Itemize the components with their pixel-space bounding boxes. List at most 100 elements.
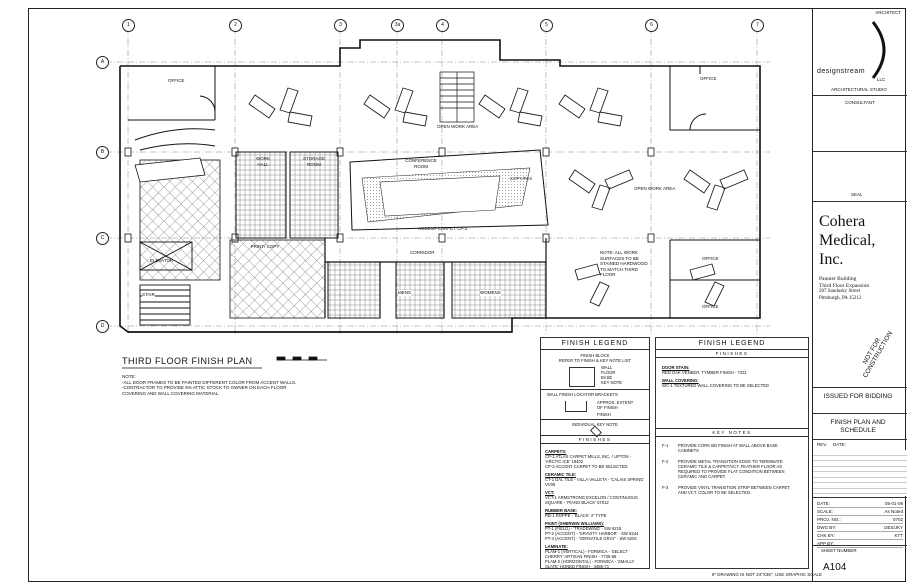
info-value: As Noted	[884, 509, 903, 514]
grid-bubble-5: 5	[540, 19, 553, 32]
sheet-title-box: FINISH PLAN AND SCHEDULE	[813, 414, 907, 440]
sheet-number-box: SHEET NUMBER A104	[813, 546, 907, 582]
revision-box: REV. DATE:	[813, 440, 907, 498]
plan-notes: NOTE:-ALL DOOR FRAMES TO BE PAINTED DIFF…	[122, 374, 422, 396]
grid-bubble-D: D	[96, 320, 109, 333]
seal-label: SEAL	[851, 192, 863, 197]
rev-label: REV.	[817, 442, 828, 447]
finish-category: CARPETS:	[545, 449, 567, 454]
project-line: Pittsburgh, PA 15212	[819, 295, 862, 301]
room-label-work-hall: WORK HALL	[256, 156, 270, 167]
info-key: DWG BY:	[817, 525, 837, 530]
room-label-open-work: OPEN WORK AREA	[634, 186, 676, 191]
info-value: 05-01-08	[884, 501, 903, 506]
grid-bubble-3: 3	[334, 19, 347, 32]
room-label-office: OFFICE	[700, 76, 717, 81]
client-name: Cohera Medical, Inc.	[819, 213, 876, 268]
room-label-elevator: ELEVATOR	[150, 258, 174, 263]
finish-items-list: DOOR STAIN:RED OAK VENEER, TYMBER FINISH…	[656, 358, 808, 428]
info-row: DWG BY: DES/JKY	[817, 524, 903, 532]
grid-bubble-C: C	[96, 232, 109, 245]
project-line: Pannier Building	[819, 276, 857, 282]
info-key: DATE:	[817, 501, 830, 506]
finish-item: CP-2 ACCENT CARPET TO BE SELECTED	[545, 464, 628, 469]
finish-category: CERAMIC TILE:	[545, 472, 577, 477]
legend-intro: REFER TO FINISH & KEY NOTE LIST	[558, 358, 632, 363]
info-row: DATE: 05-01-08	[817, 500, 903, 508]
room-label-office: OFFICE	[702, 256, 719, 261]
plan-note-line: -ALL DOOR FRAMES TO BE PAINTED DIFFERENT…	[122, 379, 297, 385]
info-value: 0702	[892, 517, 903, 522]
title-block: ARCHITECT designstream LLC ARCHITECTURAL…	[812, 8, 907, 582]
studio-label: ARCHITECTURAL STUDIO	[831, 87, 887, 92]
room-label-office: OFFICE	[168, 78, 185, 83]
legend-intro: FINISH BLOCK	[580, 353, 610, 358]
info-row: APP BY:	[817, 540, 903, 548]
room-label-conference: CONFERENCE ROOM	[405, 158, 437, 169]
keynotes-header: KEY NOTES	[656, 428, 808, 437]
room-label-womens: WOMENS	[480, 290, 501, 296]
consultant-box: CONSULTANT	[813, 96, 907, 152]
finish-block-diagram: WALL FLOOR BASE KEY NOTE	[541, 363, 649, 389]
finish-item: PT-1 (FIELD) - 'TRADEWIND' - SW 6218	[545, 526, 622, 531]
finish-item: WC-1 TEXTURED WALL COVERING TO BE SELECT…	[662, 383, 769, 388]
block-label: WALL	[601, 365, 613, 370]
sheet-number-label: SHEET NUMBER	[821, 548, 857, 553]
info-row: PROJ. NO.: 0702	[817, 516, 903, 524]
finish-category: WALL COVERING:	[662, 378, 699, 383]
room-label-stair: STAIR	[142, 292, 155, 298]
room-label-print-copy: PRINT/ COPY	[250, 244, 280, 249]
finish-item: CT-1 DAL TILE - VILLA VALLETA - 'CALAIS …	[545, 477, 645, 487]
not-for-construction-stamp: NOT FOR CONSTRUCTION	[861, 330, 895, 380]
room-label-copy: COPY/FAX	[509, 176, 533, 181]
sheet-number: A104	[823, 562, 847, 573]
grid-bubble-7: 7	[751, 19, 764, 32]
keynote-id: F-2	[662, 459, 669, 464]
info-key: PROJ. NO.:	[817, 517, 841, 522]
consultant-label: CONSULTANT	[845, 100, 875, 105]
finish-item: RED OAK VENEER, TYMBER FINISH - 7321	[662, 370, 747, 375]
bracket-label: APPROX. EXTENT OF FINISH	[597, 400, 634, 410]
info-key: APP BY:	[817, 541, 835, 546]
block-label: FLOOR	[601, 370, 616, 375]
block-label: BASE	[601, 375, 613, 380]
info-value: DES/JKY	[884, 525, 903, 530]
finish-item: PLAM-2 (HORIZONTAL) - FORMICA - 'SMALLY …	[545, 559, 635, 569]
bracket-title: WALL FINISH LOCATOR BRACKETS	[541, 389, 649, 397]
grid-bubble-B: B	[96, 146, 109, 159]
architect-box: ARCHITECT designstream LLC ARCHITECTURAL…	[813, 8, 907, 96]
room-label-storage: STORAGE ROOM	[303, 156, 325, 167]
architect-label: ARCHITECT	[875, 10, 901, 15]
block-label: KEY NOTE	[601, 380, 623, 385]
room-label-corridor: CORRIDOR	[410, 250, 435, 255]
grid-bubble-1: 1	[122, 19, 135, 32]
finishes-header: FINISHES	[656, 350, 808, 358]
issue-box: ISSUED FOR BIDDING	[813, 388, 907, 414]
plan-title: THIRD FLOOR FINISH PLAN	[122, 356, 253, 366]
finish-category: LAMINATE:	[545, 544, 568, 549]
firm-name: designstream	[817, 68, 866, 75]
room-label-open-work: OPEN WORK AREA	[437, 124, 479, 129]
seal-box: SEAL	[813, 152, 907, 202]
grid-bubble-A: A	[96, 56, 109, 69]
bracket-diagram: APPROX. EXTENT OF FINISH FINISH	[541, 397, 649, 419]
finish-legend-right: FINISH LEGEND FINISHES DOOR STAIN:RED OA…	[655, 337, 809, 569]
graphic-scale-note: IF DRAWING IS NOT 24"X36", USE GRAPHIC S…	[712, 572, 822, 577]
info-row: SCALE:As Noted	[817, 508, 903, 516]
finish-item: RB-1 ROPPE - 'BLACK' 4" TYPE	[545, 513, 607, 518]
finish-item: VCT-1 ARMSTRONG EXCELON / CONTINUOUS SQU…	[545, 495, 638, 505]
bracket-label: FINISH	[597, 412, 611, 417]
keynote-text: PROVIDE CORK BD FINISH AT WALL ABOVE BAS…	[678, 443, 778, 453]
plan-note-line: NOTE:	[122, 374, 136, 379]
info-value: KTT	[894, 533, 904, 538]
finish-category: RUBBER BASE:	[545, 508, 578, 513]
finishes-header: FINISHES	[541, 435, 649, 444]
info-row: CHK BY:KTT	[817, 532, 903, 540]
